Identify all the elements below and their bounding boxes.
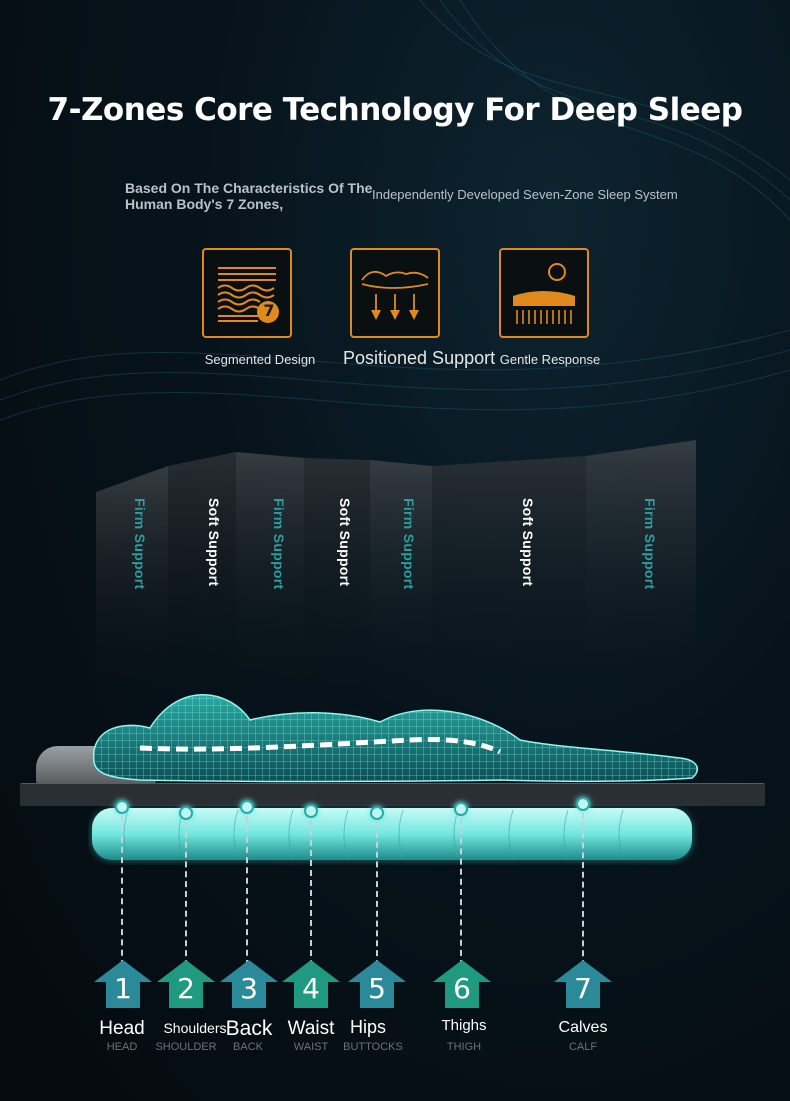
pointer-line-6 (460, 818, 462, 966)
page-title: 7-Zones Core Technology For Deep Sleep (47, 92, 743, 128)
zone-label-5: Firm Support (401, 498, 417, 590)
zone-label-6: Soft Support (520, 498, 536, 587)
zone-label-1: Firm Support (132, 498, 148, 590)
zone-dot-7 (576, 797, 590, 811)
zone-arrow-2: 2 (157, 960, 215, 1008)
zone-dot-3 (240, 800, 254, 814)
body-part-sub-2: SHOULDER (155, 1041, 217, 1053)
zone-number-5: 5 (368, 972, 386, 1005)
zone-dot-5 (370, 806, 384, 820)
body-part-label-3: Back (225, 1017, 273, 1040)
zone-number-3: 3 (240, 972, 258, 1005)
pointer-line-4 (310, 820, 312, 966)
segmented-design-card: 7 (202, 248, 292, 338)
body-part-sub-4: WAIST (293, 1041, 329, 1053)
zone-dot-1 (115, 800, 129, 814)
pointer-line-7 (582, 813, 584, 966)
wireframe-body (93, 694, 699, 783)
zone-count-badge: 7 (263, 301, 275, 320)
zone-dot-4 (304, 804, 318, 818)
zone-columns (96, 440, 696, 700)
pointer-line-3 (246, 816, 248, 966)
zone-number-1: 1 (114, 972, 132, 1005)
body-part-label-6: Thighs (441, 1017, 487, 1034)
positioned-support-card (350, 248, 440, 338)
zone-arrow-5: 5 (348, 960, 406, 1008)
body-part-sub-5: BUTTOCKS (343, 1041, 403, 1053)
pointer-line-2 (185, 822, 187, 966)
pointer-line-5 (376, 822, 378, 966)
zone-number-6: 6 (453, 972, 471, 1005)
zone-arrow-1: 1 (94, 960, 152, 1008)
zone-arrow-7: 7 (554, 960, 612, 1008)
feature-label-segmented: Segmented Design (204, 352, 316, 367)
zone-label-7: Firm Support (642, 498, 658, 590)
body-part-label-1: Head (99, 1018, 145, 1039)
zone-number-7: 7 (574, 972, 592, 1005)
body-part-label-7: Calves (558, 1019, 608, 1036)
zone-label-4: Soft Support (337, 498, 353, 587)
body-part-sub-3: BACK (233, 1041, 263, 1053)
zone-label-3: Firm Support (271, 498, 287, 590)
subtitle-right: Independently Developed Seven-Zone Sleep… (372, 187, 678, 202)
subtitle-left: Based On The Characteristics Of The Huma… (125, 180, 373, 212)
body-part-sub-6: THIGH (446, 1041, 482, 1053)
coil-zone-layer (92, 808, 692, 860)
body-part-sub-1: HEAD (106, 1041, 138, 1053)
zone-arrow-3: 3 (220, 960, 278, 1008)
pointer-line-1 (121, 816, 123, 966)
zone-arrow-4: 4 (282, 960, 340, 1008)
zone-dot-2 (179, 806, 193, 820)
zone-dot-6 (454, 802, 468, 816)
zone-number-2: 2 (177, 972, 195, 1005)
body-support-icon (361, 270, 429, 320)
zone-arrow-6: 6 (433, 960, 491, 1008)
gentle-spring-icon (513, 263, 575, 324)
body-part-label-5: Hips (349, 1017, 386, 1037)
zone-number-4: 4 (302, 972, 320, 1005)
feature-label-gentle: Gentle Response (499, 352, 601, 367)
feature-label-positioned: Positioned Support (343, 348, 496, 368)
body-part-label-2: Shoulders (163, 1020, 227, 1036)
gentle-response-card (499, 248, 589, 338)
body-part-label-4: Waist (287, 1018, 335, 1039)
body-part-sub-7: CALF (568, 1041, 598, 1053)
segmented-layers-icon (217, 267, 279, 323)
zone-label-2: Soft Support (206, 498, 222, 587)
